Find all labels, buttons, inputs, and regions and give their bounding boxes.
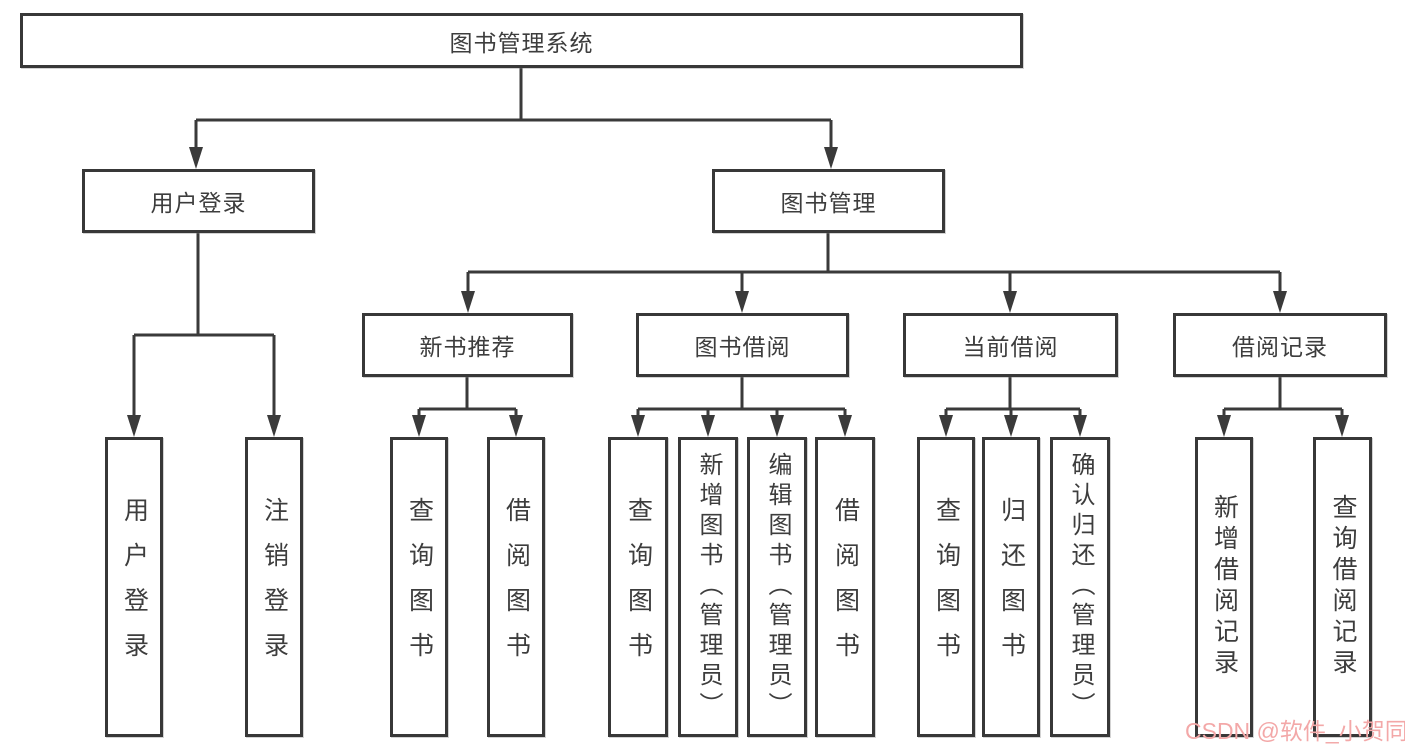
arrow-down-icon (770, 415, 784, 437)
arrow-down-icon (509, 415, 523, 437)
leaf-label: 查询图书 (624, 497, 653, 677)
csdn-watermark: CSDN @软件_小贺同学 (1185, 718, 1405, 744)
leaf-label: 查询图书 (405, 497, 434, 677)
node-borrow-records: 借阅记录 (1173, 313, 1387, 377)
arrow-down-icon (461, 291, 475, 313)
node-book-borrow: 图书借阅 (636, 313, 849, 377)
leaf-label: 确认归还（管理员） (1067, 452, 1094, 722)
arrow-down-icon (189, 147, 203, 169)
arrow-down-icon (412, 415, 426, 437)
arrow-down-icon (631, 415, 645, 437)
leaf-borrow-books: 借阅图书 (487, 437, 545, 737)
leaf-query-borrow-record: 查询借阅记录 (1313, 437, 1372, 737)
leaf-label: 编辑图书（管理员） (764, 452, 791, 722)
leaf-label: 借阅图书 (831, 497, 860, 677)
arrow-down-icon (1073, 415, 1087, 437)
arrow-down-icon (1335, 415, 1349, 437)
arrow-down-icon (701, 415, 715, 437)
leaf-add-borrow-record: 新增借阅记录 (1195, 437, 1253, 737)
node-root-system: 图书管理系统 (20, 13, 1023, 68)
leaf-label: 查询图书 (932, 497, 961, 677)
node-new-book-recommend: 新书推荐 (362, 313, 573, 377)
leaf-label: 归还图书 (997, 497, 1026, 677)
arrow-down-icon (939, 415, 953, 437)
leaf-borrow-books: 借阅图书 (815, 437, 875, 737)
leaf-query-books: 查询图书 (608, 437, 668, 737)
leaf-label: 借阅图书 (502, 497, 531, 677)
arrow-down-icon (838, 415, 852, 437)
arrow-down-icon (1004, 415, 1018, 437)
arrow-down-icon (1217, 415, 1231, 437)
node-user-login: 用户登录 (82, 169, 315, 233)
node-book-management: 图书管理 (712, 169, 945, 233)
leaf-edit-books-admin: 编辑图书（管理员） (747, 437, 807, 737)
arrow-down-icon (735, 291, 749, 313)
leaf-label: 注销登录 (260, 497, 289, 677)
leaf-label: 查询借阅记录 (1329, 494, 1357, 680)
arrow-down-icon (127, 415, 141, 437)
leaf-user-login: 用户登录 (105, 437, 163, 737)
leaf-label: 新增借阅记录 (1210, 494, 1239, 680)
leaf-logout: 注销登录 (245, 437, 303, 737)
leaf-query-books: 查询图书 (390, 437, 448, 737)
leaf-add-books-admin: 新增图书（管理员） (678, 437, 738, 737)
leaf-query-books: 查询图书 (917, 437, 975, 737)
arrow-down-icon (824, 147, 838, 169)
leaf-label: 用户登录 (120, 497, 149, 677)
node-current-borrow: 当前借阅 (903, 313, 1118, 377)
arrow-down-icon (267, 415, 281, 437)
leaf-confirm-return-admin: 确认归还（管理员） (1050, 437, 1110, 737)
leaf-return-books: 归还图书 (982, 437, 1040, 737)
arrow-down-icon (1273, 291, 1287, 313)
arrow-down-icon (1003, 291, 1017, 313)
leaf-label: 新增图书（管理员） (695, 452, 722, 722)
